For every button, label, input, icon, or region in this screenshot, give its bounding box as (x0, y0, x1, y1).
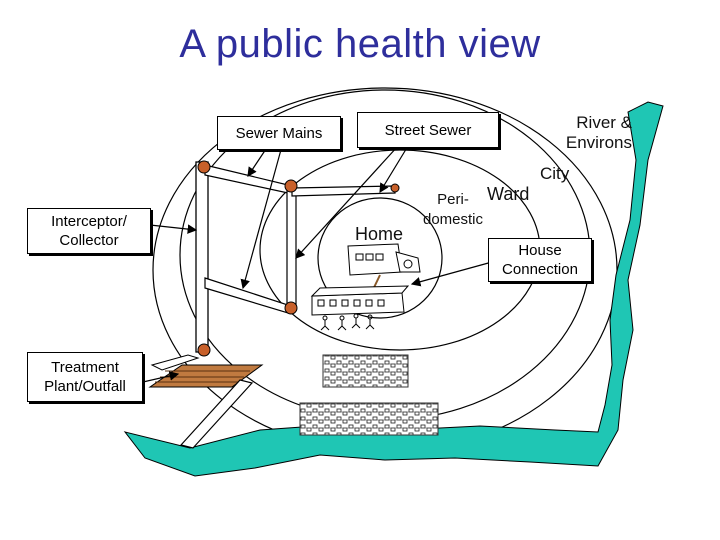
sewer-mains-label: Sewer Mains (217, 116, 341, 150)
pipe-node (284, 301, 298, 315)
street-sewer-lateral (291, 185, 396, 197)
ward-label: Ward (487, 184, 530, 204)
outfall-pipe (179, 379, 254, 449)
interceptor-pipe (195, 161, 209, 353)
pipe-node (284, 179, 298, 193)
river (123, 101, 664, 477)
pipe-node (197, 343, 211, 357)
street-sewer-label: Street Sewer (357, 112, 499, 148)
arrow-treatment (142, 371, 180, 383)
arrow-street-sewer-1 (379, 145, 409, 194)
arrow-sewer-mains-1 (247, 145, 269, 177)
street-sewer-pipe (286, 187, 297, 307)
people (320, 313, 375, 331)
peri-domestic-ring (317, 197, 443, 319)
pipe-node (390, 183, 400, 193)
treatment-plant-outfall-label: Treatment Plant/Outfall (27, 352, 143, 402)
home-label: Home (355, 224, 404, 244)
house-connection-label: House Connection (488, 238, 592, 282)
street-houses (310, 285, 410, 316)
city-block-lower (299, 402, 439, 436)
arrow-street-sewer-2 (295, 145, 399, 259)
arrow-house-connection (410, 261, 493, 287)
outfall-tank (150, 354, 200, 371)
river-environs-label: River & Environs (565, 113, 632, 152)
pipe-node (197, 160, 211, 174)
slide-title: A public health view (179, 22, 541, 66)
peri-domestic-label: Peri- domestic (422, 191, 484, 228)
arrow-interceptor (149, 224, 198, 234)
city-label: City (540, 164, 570, 183)
arrow-sewer-mains-2 (240, 145, 283, 290)
home-building (347, 243, 421, 276)
interceptor-collector-label: Interceptor/ Collector (27, 208, 151, 254)
city-block-upper (322, 354, 409, 388)
